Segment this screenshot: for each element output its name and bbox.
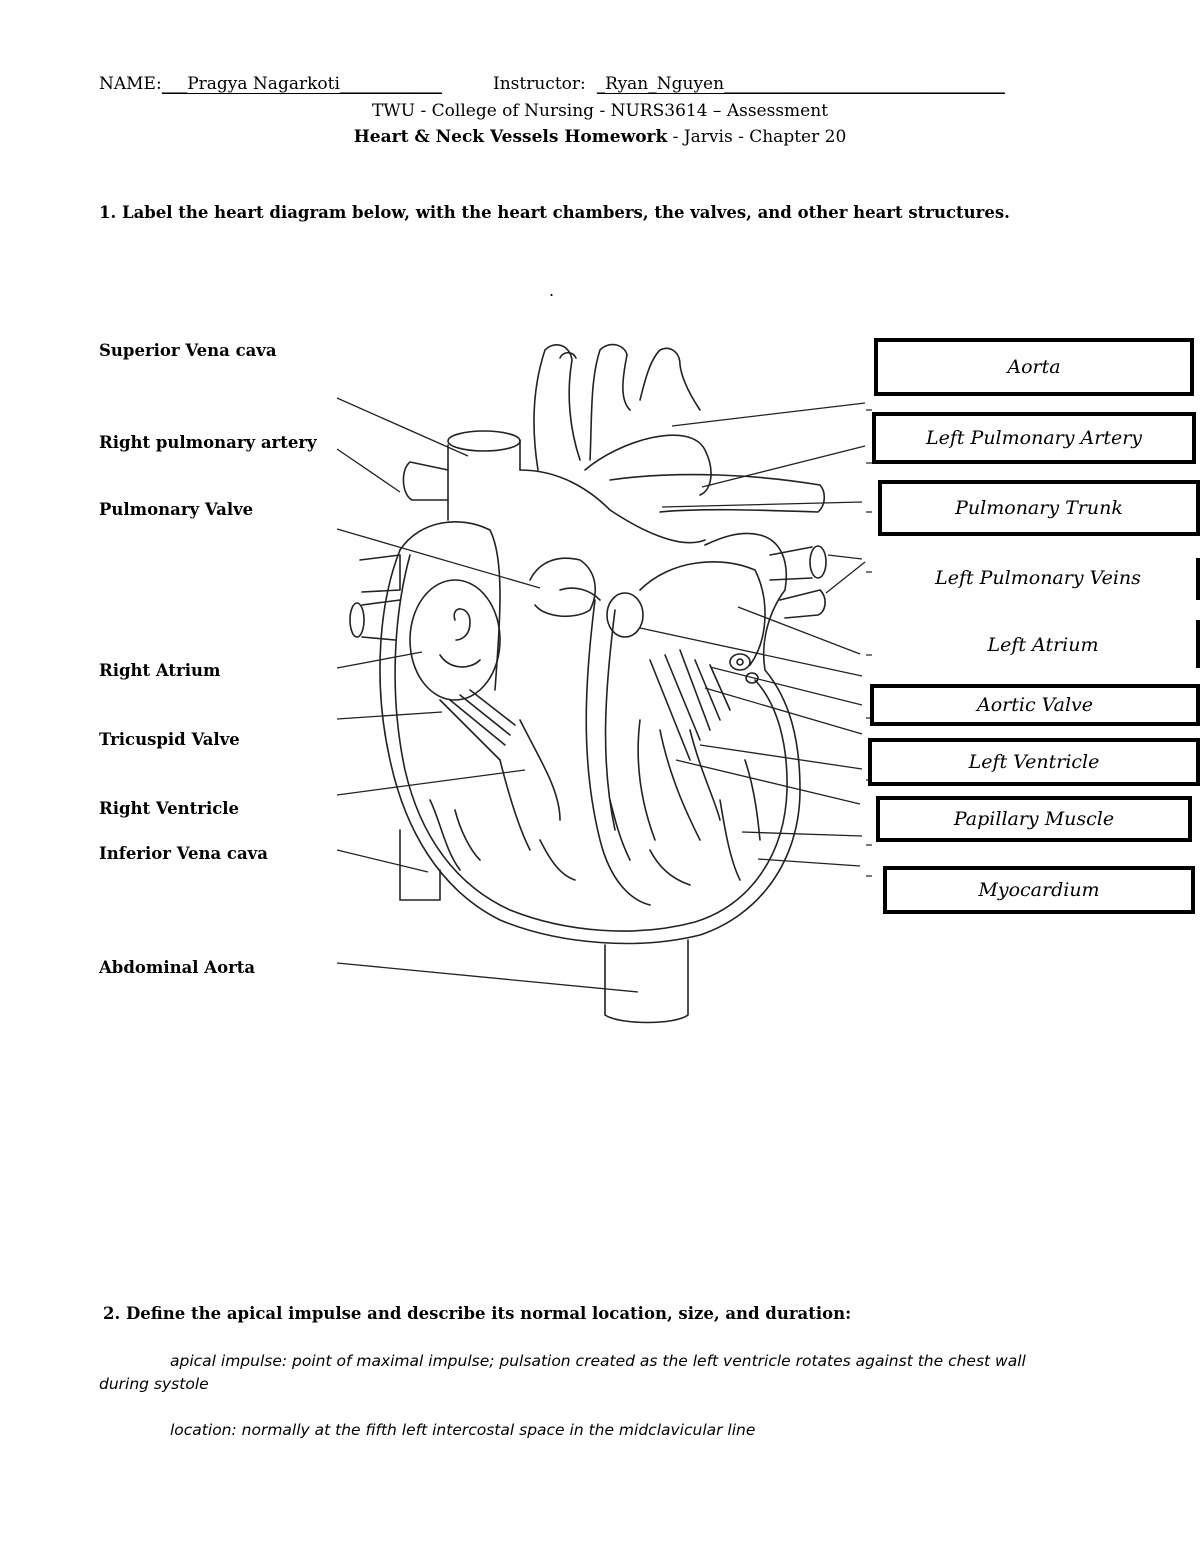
label-left-pulmonary-veins-text: Left Pulmonary Veins: [935, 567, 1141, 589]
course-line: TWU - College of Nursing - NURS3614 – As…: [371, 101, 829, 121]
box-left-pulmonary-artery-text: Left Pulmonary Artery: [925, 427, 1143, 449]
label-left-atrium: Left Atrium: [878, 622, 1200, 668]
label-inferior-vena-cava: Inferior Vena cava: [99, 844, 268, 863]
name-line: NAME:___Pragya Nagarkoti____________: [99, 74, 442, 94]
instructor-line: Instructor: _Ryan_Nguyen________________…: [493, 74, 1005, 94]
box-pulmonary-trunk: Pulmonary Trunk: [878, 480, 1200, 536]
answer-apical-impulse-cont: during systole: [99, 1375, 209, 1393]
box-aortic-valve-text: Aortic Valve: [977, 694, 1093, 716]
box-aorta: Aorta: [874, 338, 1194, 396]
label-left-pulmonary-veins: Left Pulmonary Veins: [878, 556, 1198, 600]
label-right-ventricle: Right Ventricle: [99, 799, 240, 818]
box-left-pulmonary-artery: Left Pulmonary Artery: [872, 412, 1196, 464]
box-aortic-valve: Aortic Valve: [870, 684, 1200, 726]
label-right-pulmonary-artery: Right pulmonary artery: [99, 433, 317, 452]
answer-location: location: normally at the fifth left int…: [170, 1421, 756, 1439]
box-left-ventricle-text: Left Ventricle: [968, 751, 1100, 773]
instructor-label: Instructor:: [493, 74, 586, 94]
box-myocardium-text: Myocardium: [978, 879, 1100, 901]
instructor-value: _Ryan_Nguyen____________________________…: [596, 74, 1005, 94]
question-1: 1. Label the heart diagram below, with t…: [99, 203, 1010, 222]
label-pulmonary-valve: Pulmonary Valve: [99, 500, 254, 519]
homework-title-rest: - Jarvis - Chapter 20: [667, 127, 847, 147]
question-2: 2. Define the apical impulse and describ…: [103, 1304, 852, 1323]
label-left-atrium-text: Left Atrium: [987, 634, 1099, 656]
box-papillary-muscle-text: Papillary Muscle: [953, 808, 1115, 830]
box-myocardium: Myocardium: [883, 866, 1195, 914]
name-value: ___Pragya Nagarkoti____________: [161, 74, 442, 94]
box-aorta-text: Aorta: [1007, 356, 1061, 378]
label-right-atrium: Right Atrium: [99, 661, 221, 680]
label-superior-vena-cava: Superior Vena cava: [99, 341, 277, 360]
homework-title: Heart & Neck Vessels Homework - Jarvis -…: [0, 127, 1200, 147]
name-label: NAME:: [99, 74, 162, 94]
homework-title-bold: Heart & Neck Vessels Homework: [353, 127, 668, 147]
box-papillary-muscle: Papillary Muscle: [876, 796, 1192, 842]
answer-apical-impulse: apical impulse: point of maximal impulse…: [170, 1352, 1026, 1370]
label-abdominal-aorta: Abdominal Aorta: [99, 958, 256, 977]
box-pulmonary-trunk-text: Pulmonary Trunk: [955, 497, 1123, 519]
stray-dot: .: [549, 281, 555, 300]
label-tricuspid-valve: Tricuspid Valve: [99, 730, 240, 749]
box-left-ventricle: Left Ventricle: [868, 738, 1200, 786]
